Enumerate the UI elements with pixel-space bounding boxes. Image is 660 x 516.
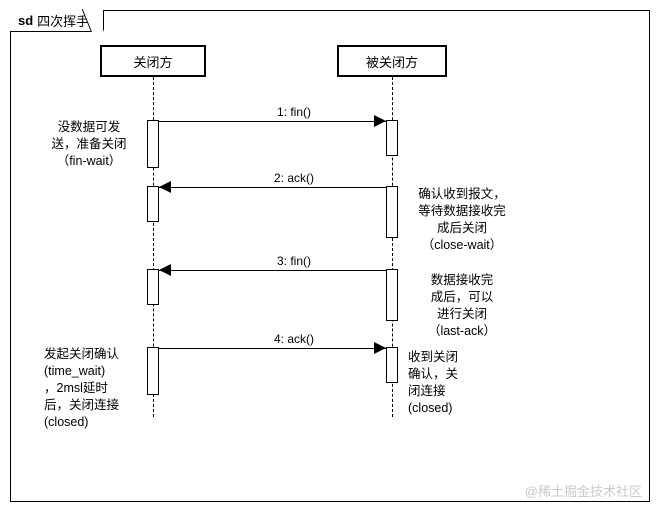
activation-closed-3 xyxy=(386,269,398,321)
activation-closed-4 xyxy=(386,347,398,383)
frame-title: 四次挥手 xyxy=(37,14,90,29)
lifeline-closed xyxy=(392,77,393,417)
note-fin-wait-line-2: 送，准备关闭 xyxy=(51,137,127,151)
note-last-ack-line-2: 成后，可以 xyxy=(430,290,494,304)
note-last-ack: 数据接收完 成后，可以 进行关闭 （last-ack） xyxy=(404,272,520,340)
note-last-ack-line-4: （last-ack） xyxy=(427,324,497,338)
arrow-head-left-icon-2 xyxy=(159,181,171,193)
note-last-ack-line-1: 数据接收完 xyxy=(430,273,494,287)
arrow-head-right-icon-4 xyxy=(374,342,386,354)
note-close-wait-line-4: （close-wait） xyxy=(421,238,503,252)
note-time-wait-line-5: (closed) xyxy=(44,415,89,429)
note-last-ack-line-3: 进行关闭 xyxy=(436,307,487,321)
message-label-2: 2: ack() xyxy=(273,171,314,185)
activation-closer-3 xyxy=(147,269,159,305)
arrow-head-left-icon-3 xyxy=(159,264,171,276)
message-label-4: 4: ack() xyxy=(273,332,314,346)
note-closed-line-4: (closed) xyxy=(408,401,453,415)
activation-closer-4 xyxy=(147,347,159,395)
lifeline-label-closed: 被关闭方 xyxy=(365,54,418,70)
note-time-wait-line-4: 后，关闭连接 xyxy=(44,398,120,412)
watermark: @稀土掘金技术社区 xyxy=(524,484,642,499)
message-line-3 xyxy=(159,270,386,271)
lifeline-closer xyxy=(153,77,154,417)
frame-keyword: sd xyxy=(18,13,34,28)
note-fin-wait: 没数据可发 送，准备关闭 （fin-wait） xyxy=(33,119,145,170)
note-closed-line-1: 收到关闭 xyxy=(408,350,459,364)
note-time-wait: 发起关闭确认 (time_wait) ，2msl延时 后，关闭连接 (close… xyxy=(44,346,154,431)
message-label-3: 3: fin() xyxy=(276,254,311,268)
note-closed: 收到关闭 确认，关 闭连接 (closed) xyxy=(408,349,518,417)
activation-closer-2 xyxy=(147,186,159,222)
note-close-wait: 确认收到报文， 等待数据接收完 成后关闭 （close-wait） xyxy=(404,186,520,254)
diagram-frame xyxy=(10,10,650,502)
lifeline-label-closer: 关闭方 xyxy=(133,54,173,70)
lifeline-head-closed[interactable]: 被关闭方 xyxy=(337,45,447,77)
message-line-4 xyxy=(159,348,386,349)
arrow-head-right-icon-1 xyxy=(374,115,386,127)
message-line-2 xyxy=(159,187,386,188)
message-line-1 xyxy=(159,121,386,122)
message-label-1: 1: fin() xyxy=(276,105,311,119)
note-time-wait-line-2: (time_wait) xyxy=(44,364,106,378)
note-close-wait-line-3: 成后关闭 xyxy=(436,221,487,235)
activation-closed-2 xyxy=(386,186,398,238)
note-close-wait-line-1: 确认收到报文， xyxy=(418,187,506,201)
lifeline-head-closer[interactable]: 关闭方 xyxy=(100,45,206,77)
note-time-wait-line-1: 发起关闭确认 xyxy=(44,347,120,361)
frame-label: sd 四次挥手 xyxy=(10,9,105,32)
note-closed-line-2: 确认，关 xyxy=(408,367,459,381)
note-close-wait-line-2: 等待数据接收完 xyxy=(418,204,506,218)
note-fin-wait-line-3: （fin-wait） xyxy=(56,154,122,168)
note-fin-wait-line-1: 没数据可发 xyxy=(57,120,121,134)
activation-closer-1 xyxy=(147,120,159,168)
activation-closed-1 xyxy=(386,120,398,156)
note-closed-line-3: 闭连接 xyxy=(408,384,446,398)
note-time-wait-line-3: ，2msl延时 xyxy=(44,381,108,395)
